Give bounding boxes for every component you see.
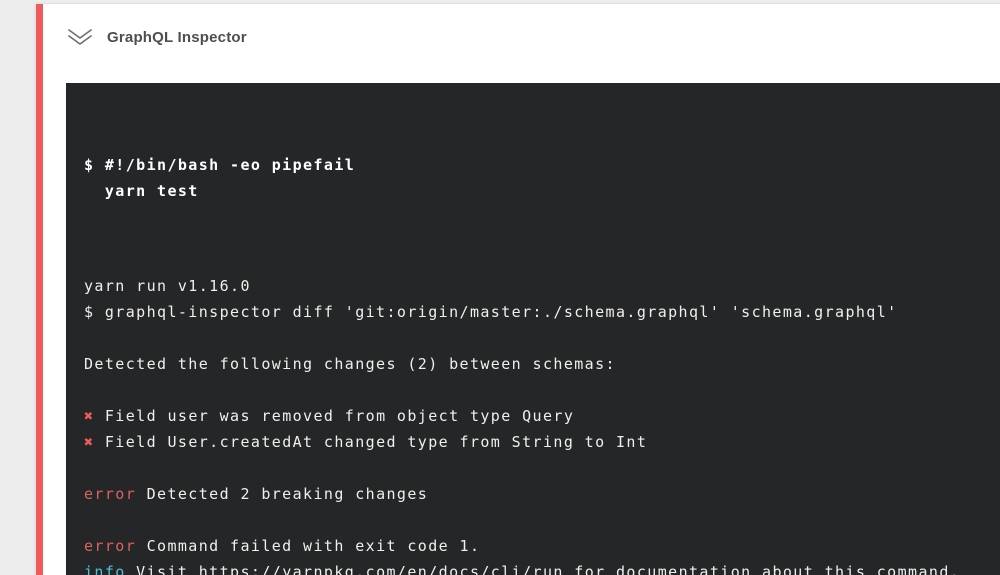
failed-step-section: GraphQL Inspector $ #!/bin/bash -eo pipe… bbox=[36, 4, 1000, 575]
terminal-line bbox=[84, 325, 1000, 351]
terminal-line: info Visit https://yarnpkg.com/en/docs/c… bbox=[84, 563, 961, 575]
terminal-line: Detected the following changes (2) betwe… bbox=[84, 355, 616, 373]
terminal-line: error Detected 2 breaking changes bbox=[84, 485, 429, 503]
terminal-line bbox=[84, 507, 1000, 533]
terminal-line bbox=[84, 455, 1000, 481]
double-chevron-down-icon bbox=[66, 26, 94, 48]
terminal: $ #!/bin/bash -eo pipefail yarn test yar… bbox=[66, 83, 1000, 575]
step-header[interactable]: GraphQL Inspector bbox=[66, 26, 1000, 48]
terminal-command-block: $ #!/bin/bash -eo pipefail yarn test bbox=[84, 152, 1000, 204]
terminal-line: yarn test bbox=[84, 182, 199, 200]
terminal-line: $ #!/bin/bash -eo pipefail bbox=[84, 156, 356, 174]
terminal-line bbox=[84, 377, 1000, 403]
terminal-line: ✖ Field user was removed from object typ… bbox=[84, 407, 575, 425]
terminal-line: ✖ Field User.createdAt changed type from… bbox=[84, 433, 648, 451]
terminal-line: error Command failed with exit code 1. bbox=[84, 537, 481, 555]
terminal-line: yarn run v1.16.0 bbox=[84, 277, 251, 295]
terminal-line: $ graphql-inspector diff 'git:origin/mas… bbox=[84, 303, 898, 321]
build-step-card: GraphQL Inspector $ #!/bin/bash -eo pipe… bbox=[35, 3, 1000, 575]
terminal-output-block: yarn run v1.16.0 $ graphql-inspector diff… bbox=[84, 273, 1000, 575]
step-title: GraphQL Inspector bbox=[107, 28, 247, 46]
